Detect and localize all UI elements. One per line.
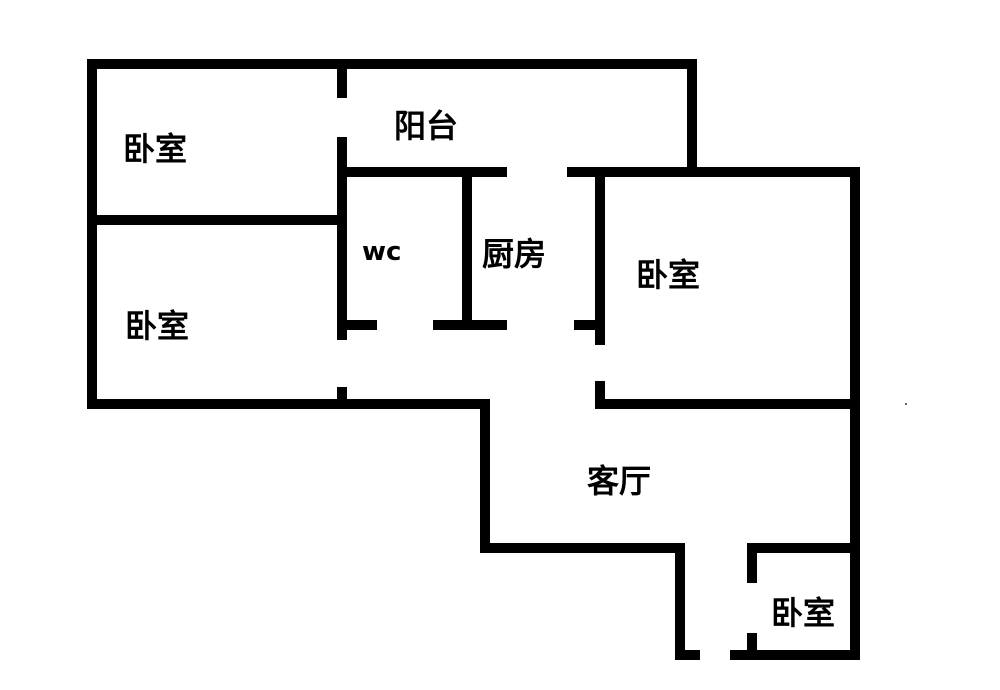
- room-label-balcony: 阳台: [394, 107, 458, 145]
- outer-wall-left: [87, 59, 347, 409]
- wall-small-bedroom-top: [747, 543, 860, 583]
- room-label-bedroom-top-left: 卧室: [123, 130, 187, 168]
- wall-kitchen-top-right: [567, 167, 860, 660]
- walls: [87, 59, 860, 660]
- room-label-bedroom-right: 卧室: [636, 256, 700, 294]
- room-label-wc: wc: [362, 237, 401, 267]
- wall-living-top: [595, 381, 860, 409]
- room-label-bedroom-small: 卧室: [771, 594, 835, 632]
- room-label-kitchen: 厨房: [482, 235, 546, 273]
- wall-bottom-mid: [337, 399, 700, 660]
- outer-wall-top: [87, 59, 697, 177]
- room-label-bedroom-left: 卧室: [125, 307, 189, 345]
- stray-dot: [905, 403, 907, 405]
- room-label-living-room: 客厅: [587, 462, 651, 500]
